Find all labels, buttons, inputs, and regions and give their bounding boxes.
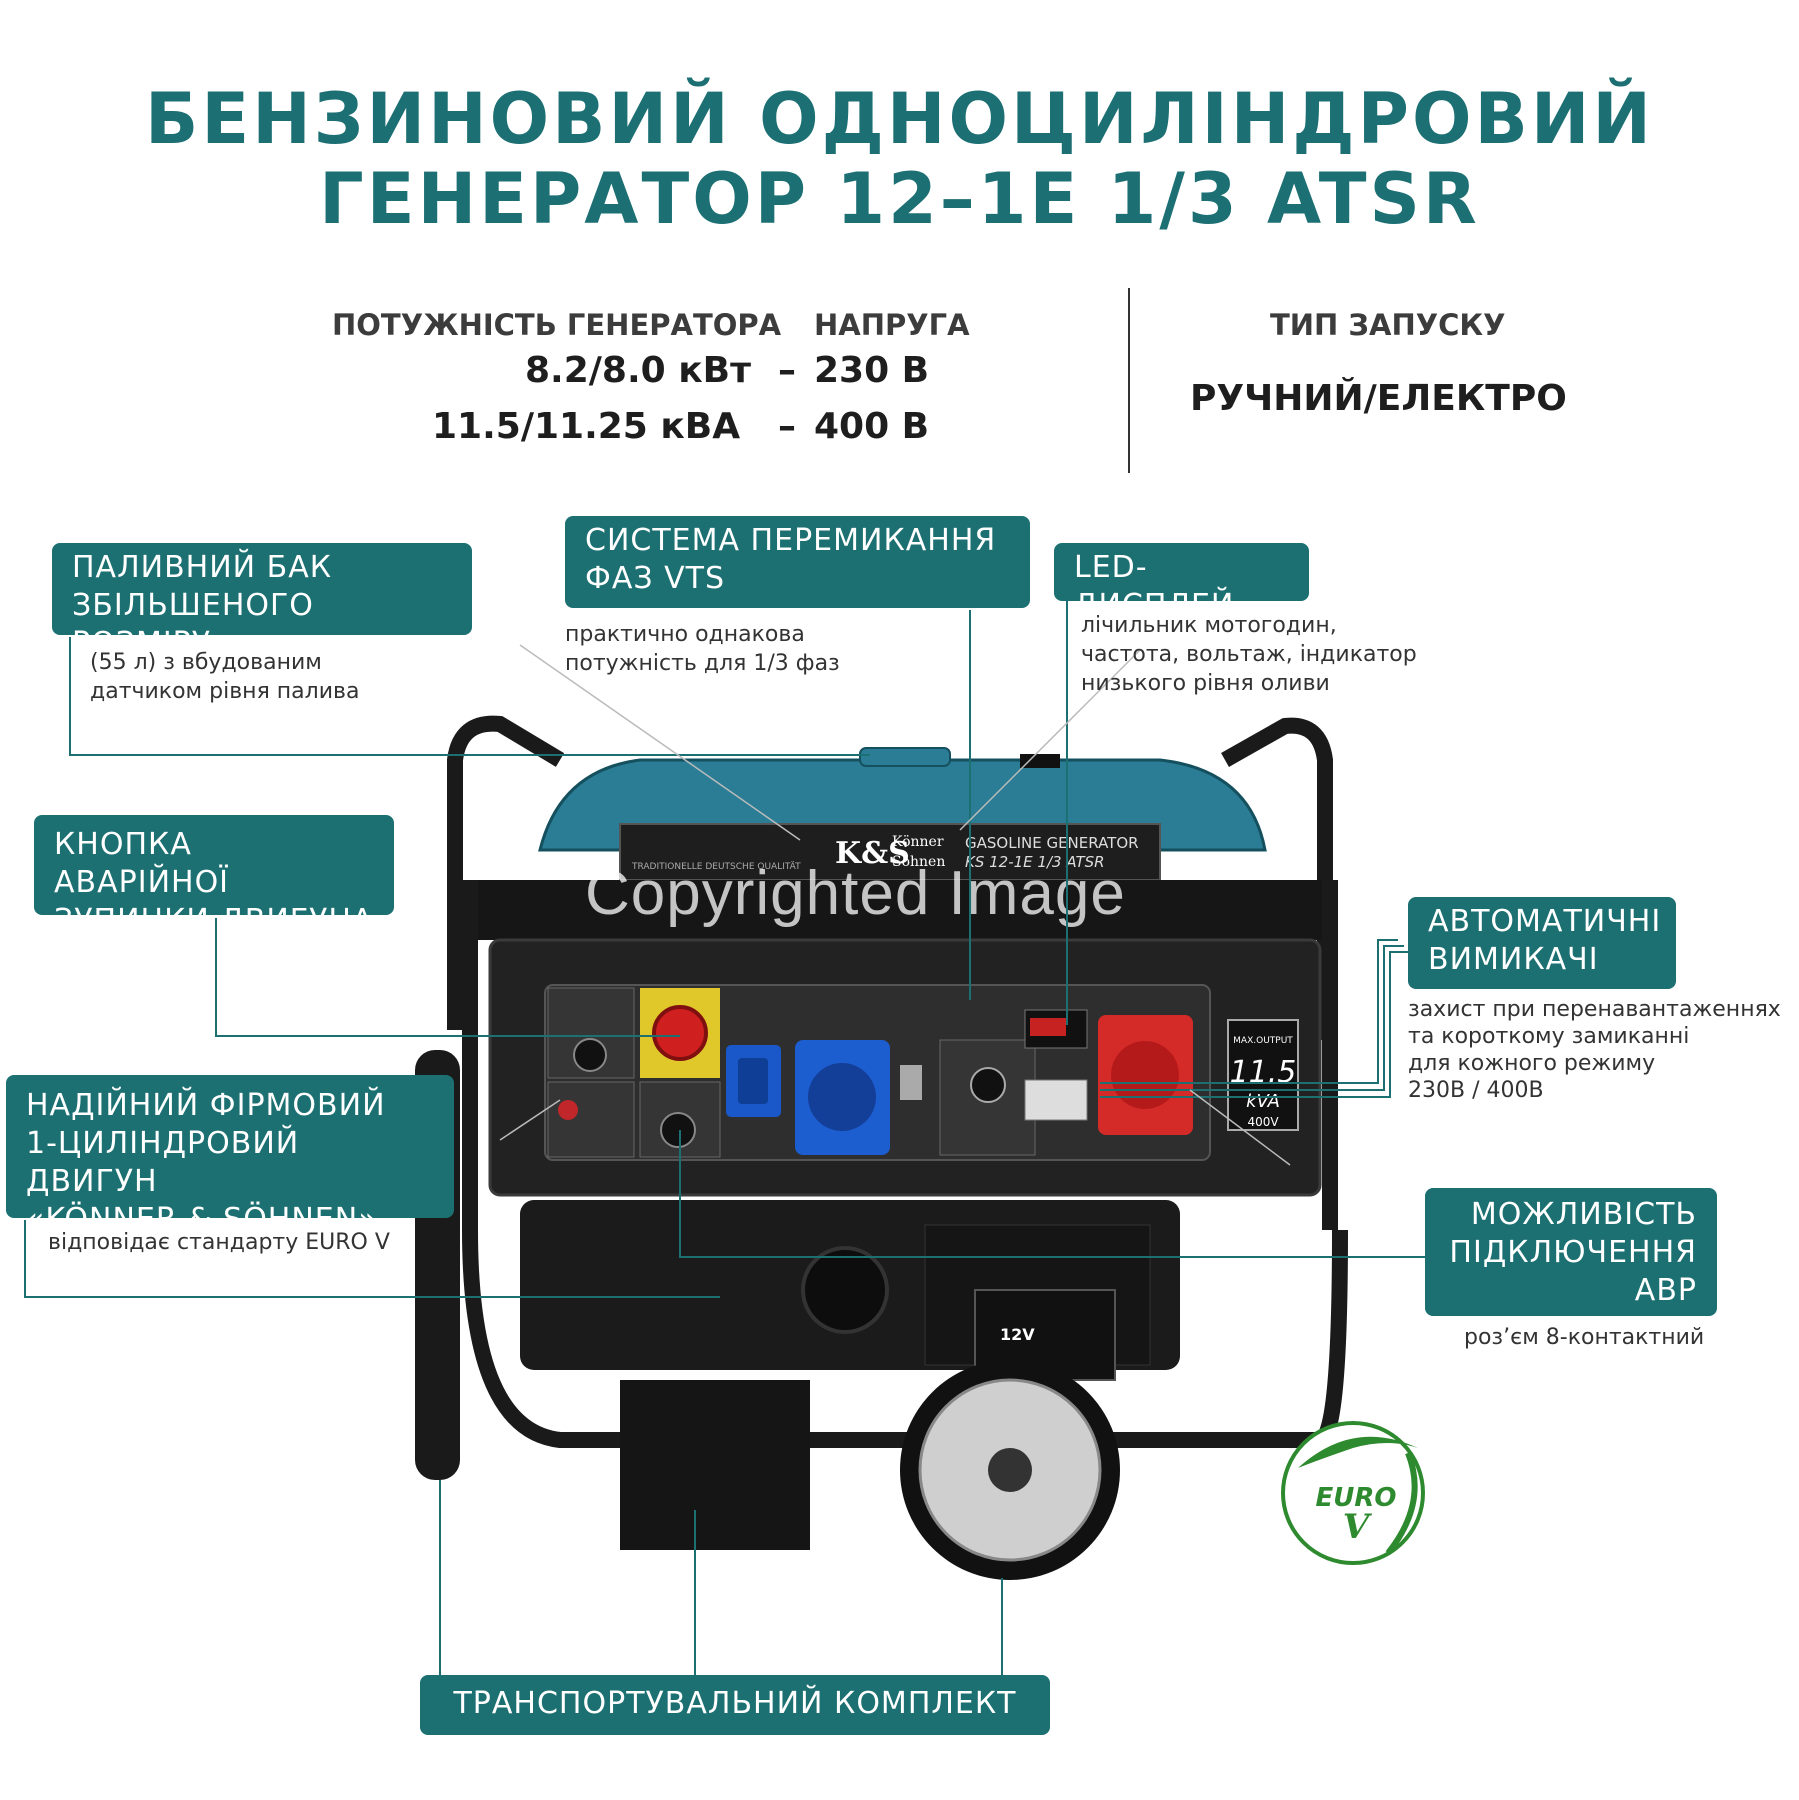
callout-engine-line-2: 1-ЦИЛІНДРОВИЙ ДВИГУН [26,1126,300,1199]
desc-line: лічильник мотогодин, [1081,613,1337,638]
desc-line: відповідає стандарту EURO V [48,1230,390,1255]
callout-led-desc: лічильник мотогодин, частота, вольтаж, і… [1081,611,1417,698]
ats-output-socket [660,1112,696,1148]
desc-line: 230В / 400В [1408,1078,1544,1103]
desc-line: (55 л) з вбудованим [90,650,322,675]
euro-v-badge-line-1: EURO [1316,1483,1397,1513]
callout-transport-line-1: ТРАНСПОРТУВАЛЬНИЙ КОМПЛЕКТ [453,1686,1017,1721]
desc-line: для кожного режиму [1408,1051,1656,1076]
callout-fuel-tank-line-1: ПАЛИВНИЙ БАК [72,550,333,585]
voltage-header: НАПРУГА [814,308,970,342]
spec-divider [1128,288,1130,473]
callout-avr-desc: роз’єм 8-контактний [1464,1323,1704,1352]
brand-logo: K&S [835,836,910,871]
voltage-selector-knob [970,1067,1006,1103]
callout-engine: НАДІЙНИЙ ФІРМОВИЙ 1-ЦИЛІНДРОВИЙ ДВИГУН «… [6,1075,454,1237]
battery-label: 12V [1000,1325,1035,1344]
power-kva-value: 11.5/11.25 кВА [432,406,741,447]
callout-fuel-tank-desc: (55 л) з вбудованим датчиком рівня палив… [90,648,359,706]
callout-engine-line-1: НАДІЙНИЙ ФІРМОВИЙ [26,1088,386,1123]
max-output-volt: 400V [1247,1115,1279,1129]
desc-line: датчиком рівня палива [90,679,360,704]
callout-avr-line-3: АВР [1634,1273,1697,1308]
callout-transport: ТРАНСПОРТУВАЛЬНИЙ КОМПЛЕКТ [420,1675,1050,1735]
start-type-header: ТИП ЗАПУСКУ [1270,308,1506,342]
callout-avr: МОЖЛИВІСТЬ ПІДКЛЮЧЕННЯ АВР [1425,1188,1717,1316]
desc-line: та короткому замиканні [1408,1024,1690,1049]
callout-fuel-tank: ПАЛИВНИЙ БАК ЗБІЛЬШЕНОГО РОЗМІРУ [52,543,472,661]
callout-vts: СИСТЕМА ПЕРЕМИКАННЯ ФАЗ VTS [565,516,1030,608]
callout-vts-line-1: СИСТЕМА ПЕРЕМИКАННЯ [585,523,997,558]
callout-emergency-line-1: КНОПКА АВАРІЙНОЇ [54,827,230,900]
desc-line: низького рівня оливи [1081,671,1330,696]
tag-motto: TRADITIONELLE DEUTSCHE QUALITÄT [632,862,801,872]
callout-avr-line-2: ПІДКЛЮЧЕННЯ [1449,1235,1697,1270]
callout-vts-desc: практично однакова потужність для 1/3 фа… [565,620,840,678]
power-kw-value: 8.2/8.0 кВт [525,350,751,391]
callout-led-display: LED-ДИСПЛЕЙ [1054,543,1309,623]
voltage-400-value: 400 В [814,406,930,447]
callout-engine-desc: відповідає стандарту EURO V [48,1228,390,1257]
callout-breakers: АВТОМАТИЧНІ ВИМИКАЧІ [1408,897,1676,989]
desc-line: потужність для 1/3 фаз [565,651,840,676]
callout-vts-line-2: ФАЗ VTS [585,561,726,596]
max-output-label: MAX.OUTPUT [1233,1036,1293,1046]
voltage-230-value: 230 В [814,350,930,391]
emergency-stop-button [652,1005,708,1061]
watermark: Copyrighted Image [585,859,1126,928]
desc-line: захист при перенавантаженнях [1408,997,1781,1022]
euro-v-badge: EURO V [1281,1421,1425,1565]
max-output-plate [1227,1019,1299,1131]
tank-label-strip [619,823,1161,881]
callout-engine-line-3: «KÖNNER & SÖHNEN» [26,1202,378,1237]
callout-emergency-line-2: ЗУПИНКИ ДВИГУНА [54,903,374,938]
callout-breakers-line-1: АВТОМАТИЧНІ [1428,904,1662,939]
dash-2: – [778,406,796,447]
start-type-value: РУЧНИЙ/ЕЛЕКТРО [1190,378,1567,419]
circuit-breakers [1024,1079,1088,1121]
brand-name-1: Könner [892,834,944,850]
callout-breakers-desc: захист при перенавантаженнях та коротком… [1408,996,1781,1104]
page-title-line-2: ГЕНЕРАТОР 12–1E 1/3 ATSR [319,158,1480,240]
desc-line: частота, вольтаж, індикатор [1081,642,1417,667]
power-header: ПОТУЖНІСТЬ ГЕНЕРАТОРА [332,308,782,342]
callout-emergency-stop: КНОПКА АВАРІЙНОЇ ЗУПИНКИ ДВИГУНА [34,815,394,938]
desc-line: роз’єм 8-контактний [1464,1325,1705,1350]
callout-breakers-line-2: ВИМИКАЧІ [1428,942,1599,977]
dash-1: – [778,350,796,391]
brand-name-2: Söhnen [892,854,946,870]
page-title-line-1: БЕНЗИНОВИЙ ОДНОЦИЛІНДРОВИЙ [145,78,1654,160]
desc-line: практично однакова [565,622,805,647]
euro-v-badge-line-2: V [1343,1507,1373,1547]
max-output-value: 11.5 [1230,1055,1297,1090]
callout-avr-line-1: МОЖЛИВІСТЬ [1470,1197,1697,1232]
callout-fuel-tank-line-2: ЗБІЛЬШЕНОГО РОЗМІРУ [72,588,314,661]
tag-line-1: GASOLINE GENERATOR [965,834,1139,852]
tag-line-2: KS 12-1E 1/3 ATSR [965,853,1105,871]
callout-led-line-1: LED-ДИСПЛЕЙ [1074,550,1235,623]
